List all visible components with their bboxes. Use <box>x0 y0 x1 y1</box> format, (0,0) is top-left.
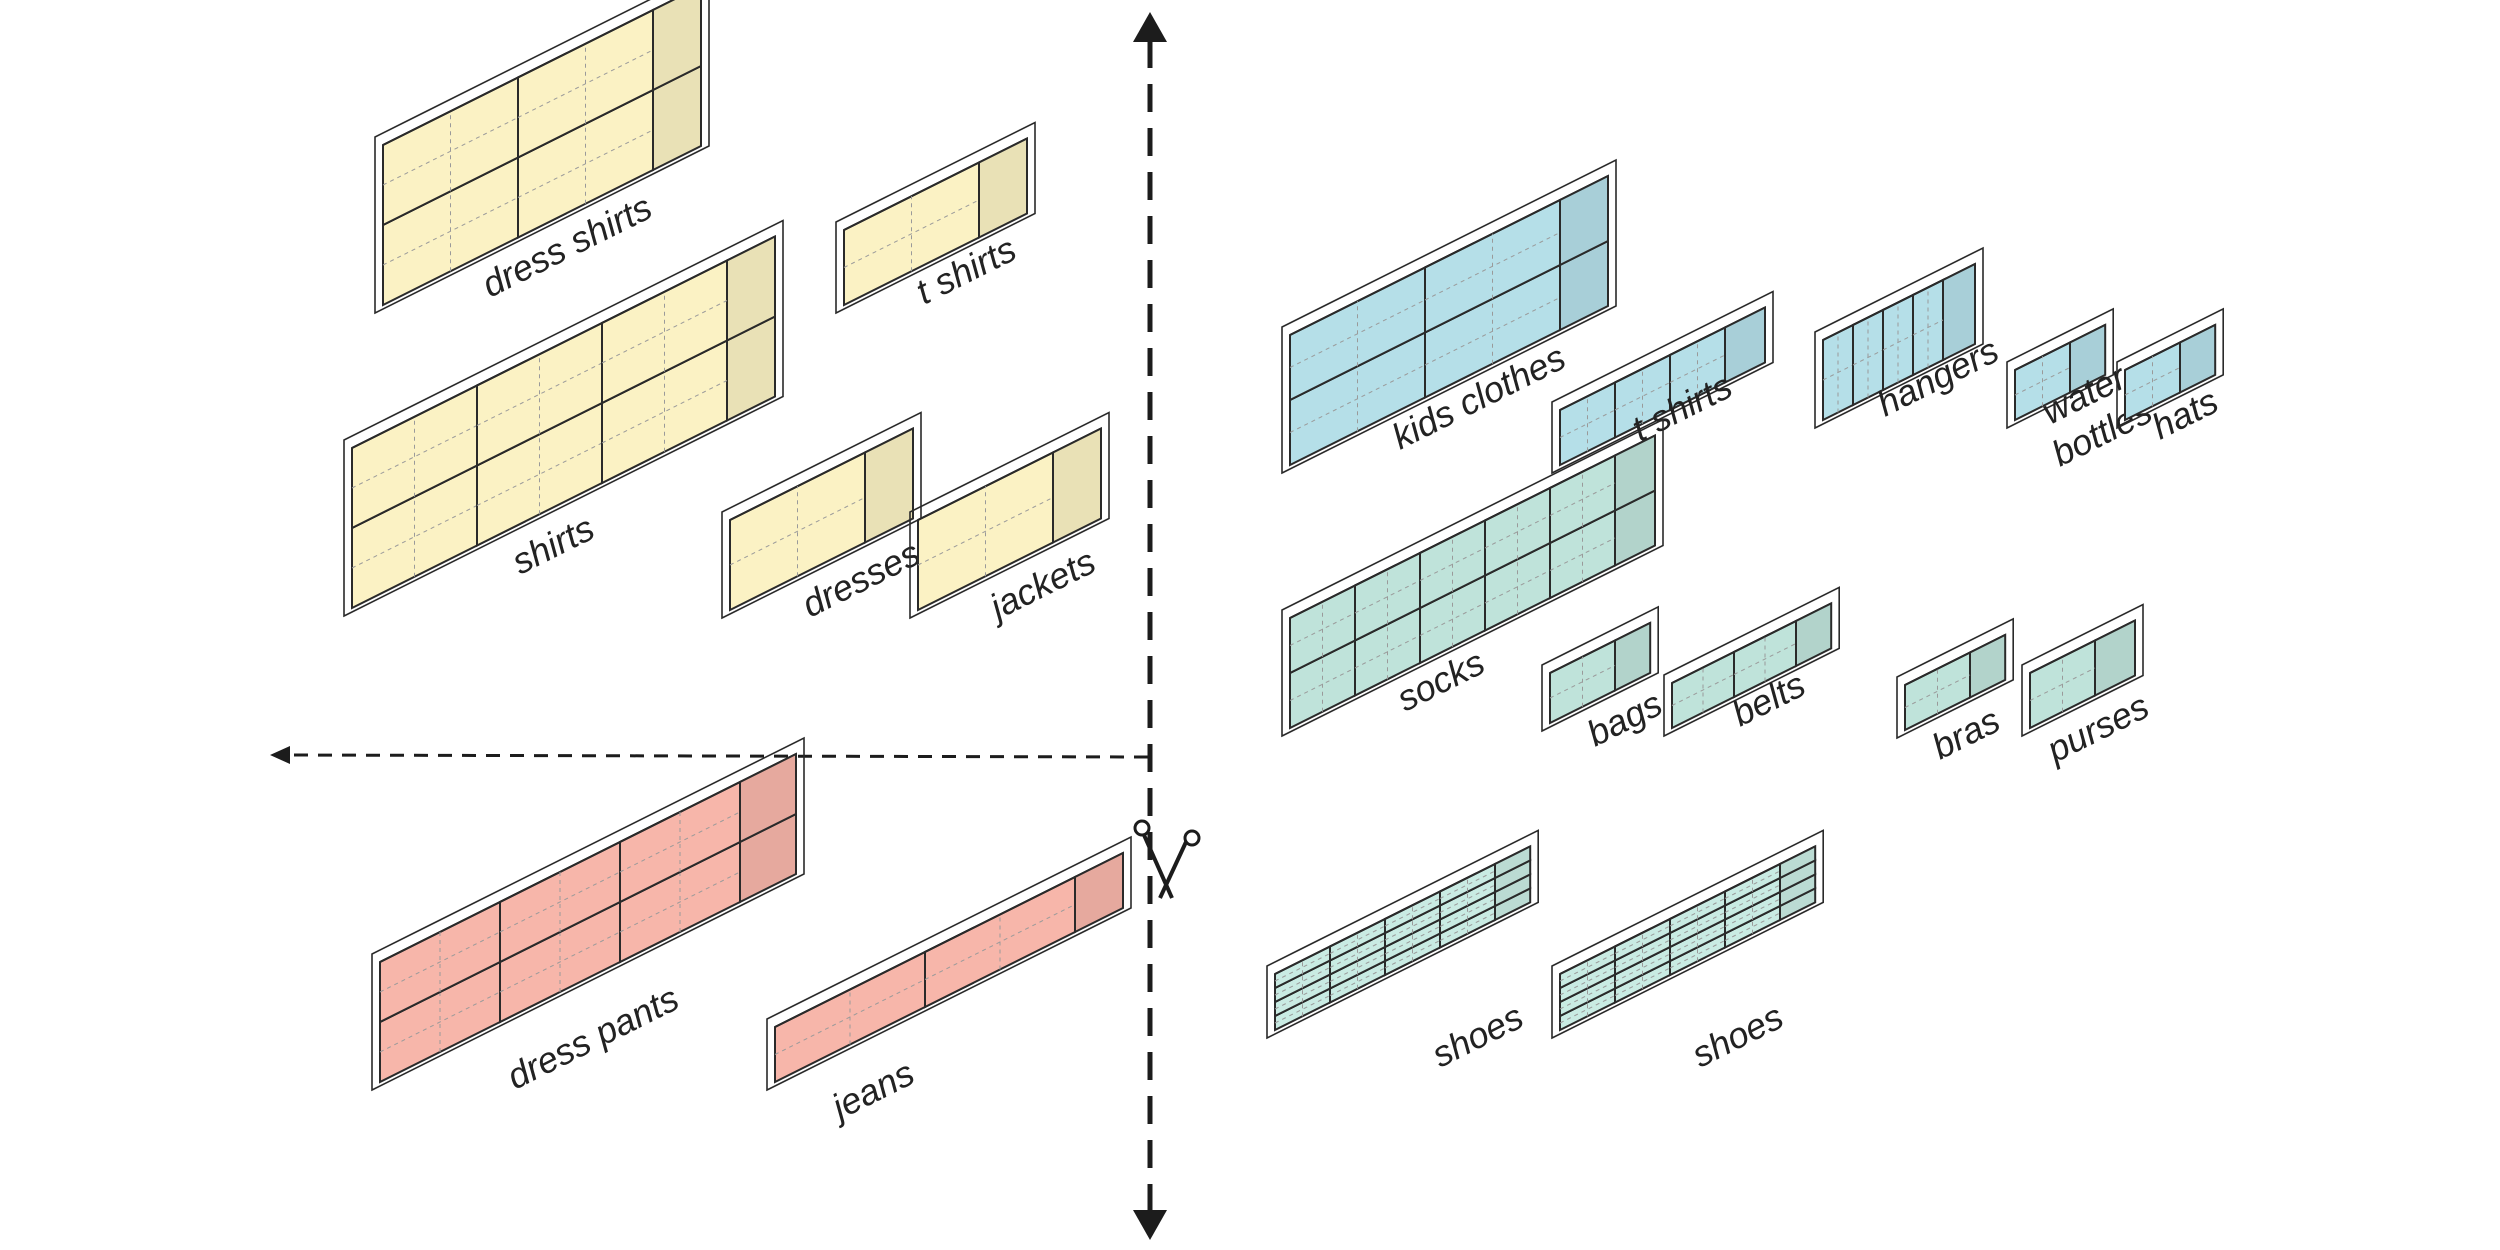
storage-bin <box>2124 323 2217 422</box>
shelf-group-shirts: shirts <box>343 219 784 618</box>
storage-bin <box>924 851 1124 1009</box>
shelf-frame <box>374 0 710 315</box>
shelf-group-dresses: dresses <box>721 411 926 625</box>
shelf-frame <box>2116 307 2224 430</box>
storage-bin <box>843 136 1028 307</box>
shelf-group-bags: bags <box>1541 605 1668 754</box>
axis-arrow-left <box>270 746 290 764</box>
storage-bin <box>2014 323 2107 422</box>
scissors-icon <box>1133 819 1201 899</box>
axis-arrow-up <box>1133 12 1167 42</box>
storage-bin <box>917 426 1102 612</box>
storage-bin <box>1549 433 1656 545</box>
shelf-frame <box>1551 290 1774 475</box>
shelf-frame <box>1551 829 1824 1040</box>
storage-bin <box>1904 633 2007 732</box>
shelf-group-shoes-2: shoes <box>1551 829 1824 1076</box>
storage-bin <box>1549 621 1652 725</box>
shelf-frame <box>1281 418 1664 738</box>
storage-bin <box>1724 844 1817 908</box>
shelf-group-purses: purses <box>2021 603 2155 771</box>
shelf-frame <box>835 121 1036 315</box>
shelf-group-bras: bras <box>1896 617 2014 767</box>
shelf-frame <box>2006 307 2114 430</box>
shelf-frame <box>766 835 1132 1092</box>
axis-arrow-down <box>1133 1210 1167 1240</box>
shelf-group-dress-pants: dress pants <box>371 736 805 1097</box>
shelf-frame <box>1814 246 1984 430</box>
shelf-frame <box>1663 586 1840 738</box>
shelf-group-jeans: jeans <box>766 835 1132 1129</box>
storage-bin <box>729 426 914 612</box>
shelf-frame <box>2021 603 2144 738</box>
shelf-frame <box>1896 617 2014 740</box>
shelf-frame <box>1266 829 1539 1040</box>
shelf-group-belts: belts <box>1663 586 1840 738</box>
storage-bin <box>517 64 702 240</box>
storage-bin <box>1912 262 1976 377</box>
storage-bin <box>1424 174 1609 335</box>
shelf-frame <box>1541 605 1659 733</box>
shelf-frame <box>343 219 784 618</box>
shelf-frame <box>909 411 1110 620</box>
shelf-group-hats: hats <box>2116 307 2224 447</box>
shelf-group-t-shirts-left: t shirts <box>835 121 1036 315</box>
shelf-frame <box>1281 158 1617 475</box>
vertical-axis <box>1133 12 1167 1240</box>
storage-bin <box>2029 618 2136 730</box>
storage-bin <box>517 0 702 160</box>
storage-bin <box>619 752 797 904</box>
shelf-group-shoes-1: shoes <box>1266 829 1539 1076</box>
shelf-frame <box>721 411 922 620</box>
storage-bin <box>1439 844 1532 908</box>
shelf-group-hangers: hangers <box>1814 246 2005 430</box>
storage-bin <box>601 314 776 485</box>
storage-bin <box>1669 305 1766 412</box>
shelf-group-dress-shirts: dress shirts <box>374 0 710 315</box>
shelf-label: shoes <box>1685 996 1789 1076</box>
shelf-label: jeans <box>821 1052 921 1129</box>
shelf-label: shoes <box>1425 996 1529 1076</box>
storage-bin <box>1733 601 1833 699</box>
shelf-group-jackets: jackets <box>909 411 1110 629</box>
horizontal-axis <box>270 746 1149 764</box>
storage-bin <box>601 234 776 405</box>
shelf-frame <box>371 736 805 1092</box>
